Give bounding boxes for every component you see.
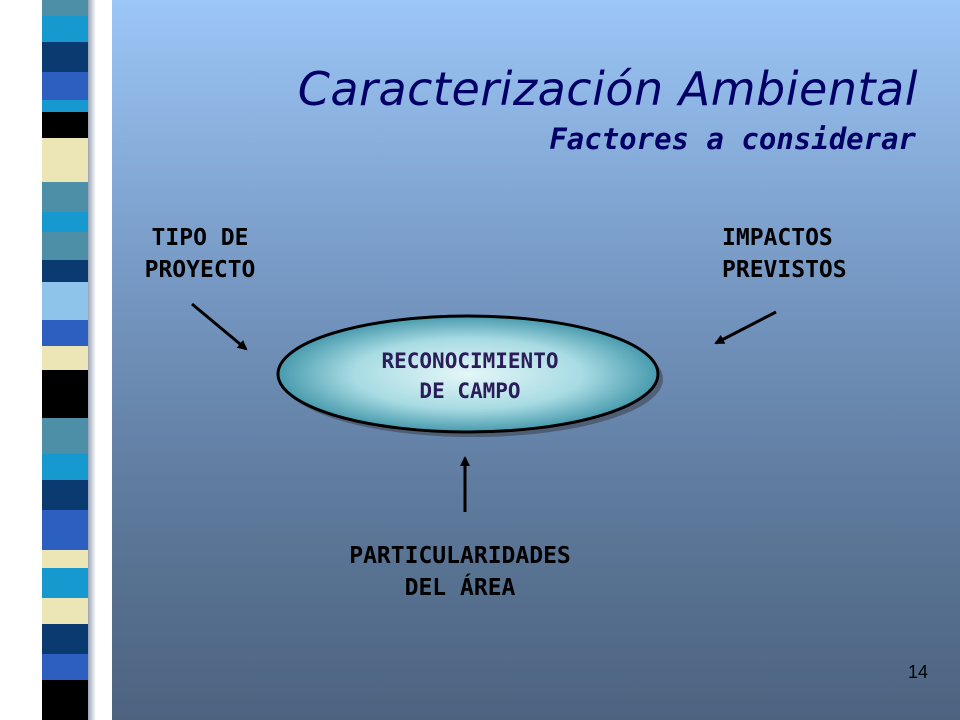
center-node-ellipse xyxy=(276,314,660,434)
stripe-segment xyxy=(42,42,88,72)
decorative-stripe-panel xyxy=(0,0,112,720)
stripe-segment xyxy=(42,138,88,182)
node-particularidades-line2: DEL ÁREA xyxy=(404,575,516,601)
stripe-segment xyxy=(42,598,88,624)
stripe-segment xyxy=(42,112,88,138)
stripe-segment xyxy=(42,0,88,16)
stripe-segment xyxy=(42,72,88,100)
node-tipo-de-proyecto: TIPO DE PROYECTO xyxy=(100,222,300,286)
stripe-segment xyxy=(42,418,88,454)
stripe-segment xyxy=(42,346,88,370)
stripe-segment xyxy=(42,212,88,232)
node-tipo-de-proyecto-line2: PROYECTO xyxy=(144,257,256,283)
stripe-segment xyxy=(42,654,88,680)
stripe-segment xyxy=(42,370,88,418)
node-tipo-de-proyecto-line1: TIPO DE xyxy=(151,225,249,251)
color-stripes xyxy=(42,0,88,720)
slide-subtitle: Factores a considerar xyxy=(549,122,916,156)
stripe-segment xyxy=(42,282,88,320)
node-particularidades-line1: PARTICULARIDADES xyxy=(349,543,571,569)
stripe-segment xyxy=(42,100,88,112)
arrow-from-impactos-previstos xyxy=(714,310,777,345)
stripe-shadow xyxy=(88,0,96,720)
node-impactos-previstos-line1: IMPACTOS xyxy=(722,225,833,251)
center-node-line1: RECONOCIMIENTO xyxy=(381,349,559,373)
center-node-line2: DE CAMPO xyxy=(419,379,521,403)
stripe-segment xyxy=(42,182,88,212)
stripe-segment xyxy=(42,624,88,654)
stripe-segment xyxy=(42,232,88,260)
center-node-label: RECONOCIMIENTO DE CAMPO xyxy=(290,346,650,406)
stripe-segment xyxy=(42,454,88,480)
node-particularidades-del-area: PARTICULARIDADES DEL ÁREA xyxy=(300,540,620,604)
page-number: 14 xyxy=(907,662,928,682)
stripe-segment xyxy=(42,480,88,510)
node-impactos-previstos: IMPACTOS PREVISTOS xyxy=(690,222,900,286)
arrow-from-tipo-de-proyecto xyxy=(191,302,248,351)
stripe-segment xyxy=(42,16,88,42)
stripe-segment xyxy=(42,550,88,568)
stripe-segment xyxy=(42,260,88,282)
node-impactos-previstos-line2: PREVISTOS xyxy=(722,257,847,283)
stripe-segment xyxy=(42,568,88,598)
stripe-segment xyxy=(42,510,88,550)
slide-title: Caracterización Ambiental xyxy=(297,62,918,116)
stripe-segment xyxy=(42,320,88,346)
stripe-segment xyxy=(42,680,88,720)
